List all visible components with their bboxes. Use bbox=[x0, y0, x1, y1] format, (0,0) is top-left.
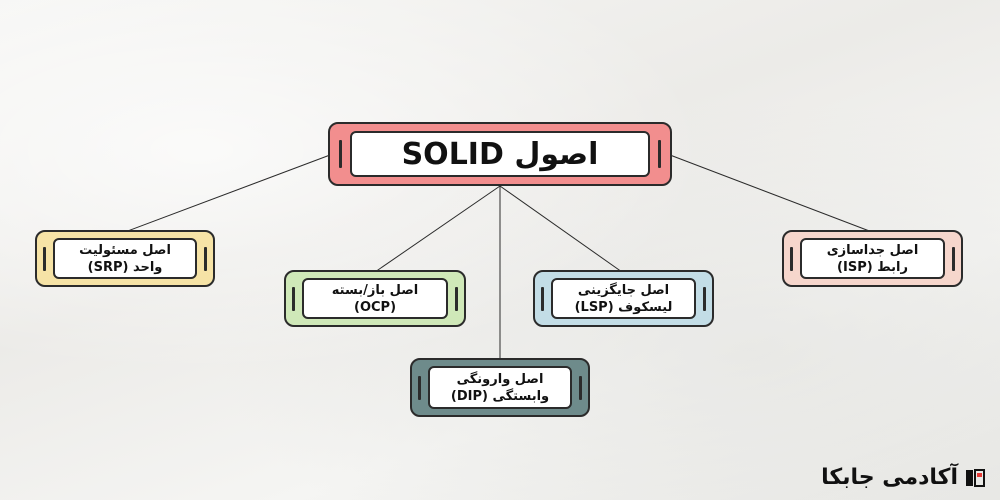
lsp-inner-box: اصل جایگزینی لیسکوف (LSP) bbox=[551, 278, 696, 319]
srp-label-line1: اصل مسئولیت bbox=[79, 242, 171, 258]
ocp-label-line1: اصل باز/بسته bbox=[331, 282, 419, 298]
dip-node: اصل وارونگی وابستگی (DIP) bbox=[410, 358, 590, 417]
brand-logo-icon bbox=[966, 468, 985, 487]
ocp-node: اصل باز/بسته (OCP) bbox=[284, 270, 466, 327]
connector-root-srp bbox=[124, 154, 331, 233]
connector-root-ocp bbox=[374, 185, 501, 273]
isp-node: اصل جداسازی رابط (ISP) bbox=[782, 230, 963, 287]
lsp-left-bar bbox=[541, 287, 544, 311]
isp-right-bar bbox=[952, 247, 955, 271]
isp-label-line1: اصل جداسازی bbox=[826, 242, 919, 258]
connector-root-isp bbox=[669, 154, 873, 233]
ocp-label-line2: (OCP) bbox=[353, 299, 397, 315]
ocp-inner-box: اصل باز/بسته (OCP) bbox=[302, 278, 448, 319]
root-inner-box: اصول SOLID bbox=[350, 131, 650, 177]
dip-left-bar bbox=[418, 376, 421, 400]
srp-inner-box: اصل مسئولیت واحد (SRP) bbox=[53, 238, 197, 279]
isp-label-line2: رابط (ISP) bbox=[837, 259, 908, 275]
root-node: اصول SOLID bbox=[328, 122, 672, 186]
dip-label-line2: وابستگی (DIP) bbox=[450, 388, 550, 404]
dip-label-line1: اصل وارونگی bbox=[456, 371, 544, 387]
brand-name: آکادمی جابکا bbox=[821, 465, 958, 490]
root-title: اصول SOLID bbox=[401, 136, 599, 172]
brand-logo: آکادمی جابکا bbox=[821, 465, 986, 490]
lsp-label-line1: اصل جایگزینی bbox=[577, 282, 670, 298]
root-right-bar bbox=[658, 140, 661, 168]
lsp-right-bar bbox=[703, 287, 706, 311]
root-left-bar bbox=[339, 140, 342, 168]
connector-root-lsp bbox=[499, 185, 623, 273]
isp-inner-box: اصل جداسازی رابط (ISP) bbox=[800, 238, 945, 279]
srp-label-line2: واحد (SRP) bbox=[87, 259, 163, 275]
isp-left-bar bbox=[790, 247, 793, 271]
dip-right-bar bbox=[579, 376, 582, 400]
lsp-node: اصل جایگزینی لیسکوف (LSP) bbox=[533, 270, 714, 327]
dip-inner-box: اصل وارونگی وابستگی (DIP) bbox=[428, 366, 572, 409]
srp-right-bar bbox=[204, 247, 207, 271]
ocp-right-bar bbox=[455, 287, 458, 311]
ocp-left-bar bbox=[292, 287, 295, 311]
lsp-label-line2: لیسکوف (LSP) bbox=[574, 299, 673, 315]
srp-left-bar bbox=[43, 247, 46, 271]
srp-node: اصل مسئولیت واحد (SRP) bbox=[35, 230, 215, 287]
